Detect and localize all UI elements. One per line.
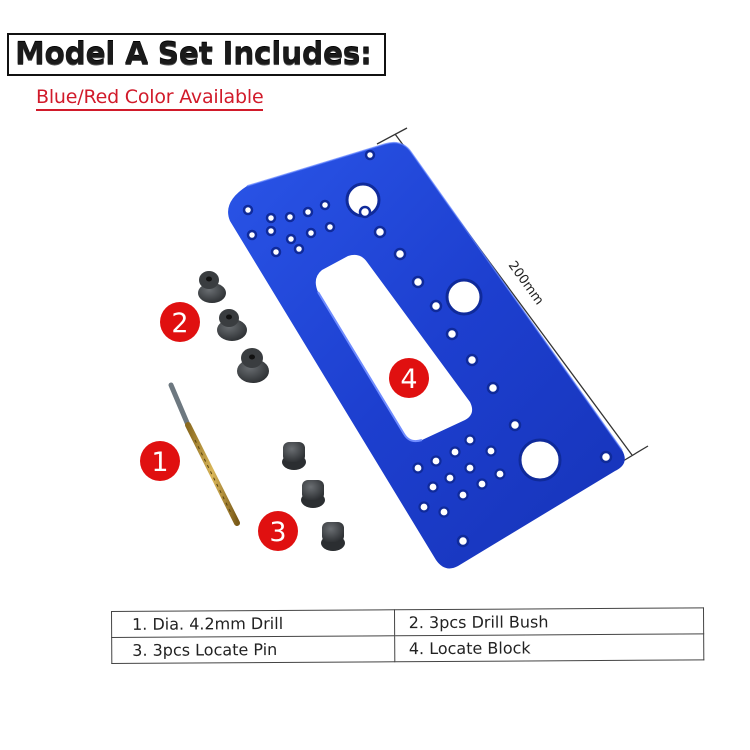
svg-text:1: 1	[151, 447, 168, 478]
locate-pin	[282, 442, 306, 470]
badge-2: 2	[160, 302, 200, 342]
title-box: Model A Set Includes:	[7, 33, 386, 76]
color-availability-note: Blue/Red Color Available	[36, 86, 264, 111]
svg-text:4: 4	[400, 364, 417, 395]
table-cell: 4. Locate Block	[394, 633, 704, 662]
parts-table: 1. Dia. 4.2mm Drill 2. 3pcs Drill Bush 3…	[111, 607, 704, 664]
product-image: 200mm	[140, 127, 649, 569]
drill-bush	[198, 271, 226, 303]
table-cell: 2. 3pcs Drill Bush	[394, 607, 704, 636]
table-cell: 1. Dia. 4.2mm Drill	[111, 609, 395, 638]
badge-1: 1	[140, 441, 180, 481]
locate-pin-set	[282, 442, 345, 551]
locate-block-plate	[228, 141, 625, 569]
badge-3: 3	[258, 511, 298, 551]
drill-bush	[217, 309, 247, 341]
table-row: 3. 3pcs Locate Pin 4. Locate Block	[111, 633, 704, 664]
locate-pin	[301, 480, 325, 508]
svg-text:3: 3	[269, 517, 286, 548]
drill-bush	[237, 348, 269, 383]
table-row: 1. Dia. 4.2mm Drill 2. 3pcs Drill Bush	[111, 607, 704, 638]
drill-bit	[168, 382, 240, 526]
locate-pin	[321, 522, 345, 551]
svg-text:2: 2	[171, 308, 188, 339]
badge-4: 4	[389, 358, 429, 398]
page-title: Model A Set Includes:	[15, 37, 372, 72]
drill-bush-set	[198, 271, 269, 383]
table-cell: 3. 3pcs Locate Pin	[111, 635, 395, 664]
